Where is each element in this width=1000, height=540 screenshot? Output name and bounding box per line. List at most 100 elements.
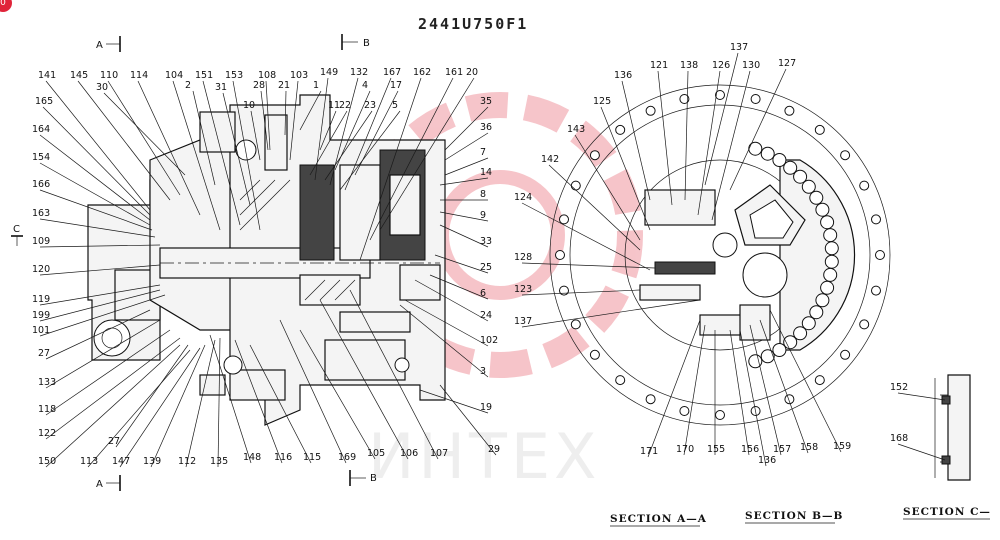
main-part-leader [103,92,186,176]
chain-ball [783,335,798,350]
leader-lines [39,52,946,468]
main-part-callout: 107 [430,448,448,459]
main-part-callout: 122 [38,428,56,439]
main-part-callout: 141 [38,70,56,81]
section-ab-part-callout: 155 [707,444,725,455]
main-part-callout: 104 [165,70,183,81]
main-part-leader [115,344,189,448]
section-mark-c: C [13,224,20,235]
section-ab-part-leader [521,262,656,269]
main-part-callout: 101 [32,325,50,336]
main-part-callout: 149 [320,67,338,78]
main-part-callout: 120 [32,264,50,275]
main-part-leader [284,90,287,136]
main-part-callout: 8 [480,189,486,200]
section-ab-part-leader [749,324,782,456]
main-part-callout: 145 [70,70,88,81]
section-ab-part-callout: 158 [800,442,818,453]
main-part-leader [39,162,151,226]
main-part-leader [45,337,181,440]
main-part-callout: 150 [38,456,56,467]
main-part-leader [222,92,251,206]
main-part-callout: 25 [480,262,492,273]
section-mark-b-top: B [363,38,370,49]
main-part-leader [444,106,489,151]
section-marks: A B A B C [11,34,377,491]
main-part-leader [369,77,454,241]
bolt-hole [559,285,569,296]
main-part-leader [379,77,475,231]
main-part-leader [87,349,191,468]
main-part-callout: 29 [488,444,500,455]
section-ab-part-callout: 125 [593,96,611,107]
main-part-callout: 164 [32,124,50,135]
main-part-callout: 4 [362,80,368,91]
main-part-callout: 162 [413,67,431,78]
main-part-leader [39,264,161,276]
main-part-callout: 135 [210,456,228,467]
bolt-hole [615,375,626,386]
main-part-leader [77,80,171,201]
main-part-callout: 169 [338,452,356,463]
main-part-callout: 151 [195,70,213,81]
main-part-leader [299,90,322,131]
bolt-hole [645,394,656,405]
section-ab-part-callout: 121 [650,60,668,71]
main-part-leader [444,157,489,176]
main-part-callout: 10 [243,100,255,111]
main-part-callout: 112 [178,456,196,467]
main-part-leader [45,80,151,211]
chain-ball [772,343,787,357]
chain-ball [824,254,839,269]
bolt-hole [555,250,565,260]
main-part-callout: 108 [258,70,276,81]
chain-ball [783,160,798,175]
chain-ball [801,179,816,194]
main-part-leader [399,304,489,378]
section-ab-part-callout: 170 [676,444,694,455]
main-part-leader [39,284,161,306]
main-part-callout: 115 [303,452,321,463]
main-part-callout: 132 [350,67,368,78]
chain-ball [823,267,838,282]
main-part-callout: 110 [100,70,118,81]
section-ab-part-leader [521,202,651,271]
main-part-callout: 31 [215,82,227,93]
roller-chain [748,141,839,369]
chain-ball [820,280,835,295]
main-part-callout: 17 [390,80,402,91]
main-part-leader [185,339,216,468]
chain-ball [760,349,775,364]
section-mark-b-bottom: B [370,473,377,484]
main-part-callout: 165 [35,96,53,107]
chain-ball [820,215,835,230]
chain-ball [823,228,838,243]
section-ab-part-callout: 126 [712,60,730,71]
chain-ball [801,316,816,331]
section-ab-part-callout: 137 [730,42,748,53]
main-part-callout: 2 [185,80,191,91]
main-part-leader [45,309,151,360]
main-part-leader [324,110,373,181]
main-part-leader [439,224,489,248]
main-part-callout: 119 [32,294,50,305]
section-title-c: SECTION C— [903,506,991,518]
section-ab-part-leader [548,164,641,251]
chain-ball [748,354,763,369]
main-part-leader [250,110,261,161]
main-part-leader [202,80,241,226]
main-part-callout: 154 [32,152,50,163]
section-ab-part-leader [574,134,641,241]
section-ab-part-leader [739,329,767,467]
main-part-callout: 22 [339,100,351,111]
main-part-leader [329,77,359,186]
bolt-hole [679,406,690,416]
bolt-hole [615,124,626,135]
main-part-callout: 163 [32,208,50,219]
bolt-hole [784,394,795,405]
main-part-callout: 113 [80,456,98,467]
main-part-leader [339,110,401,191]
main-part-callout: 36 [480,122,492,133]
main-part-leader [319,110,337,151]
